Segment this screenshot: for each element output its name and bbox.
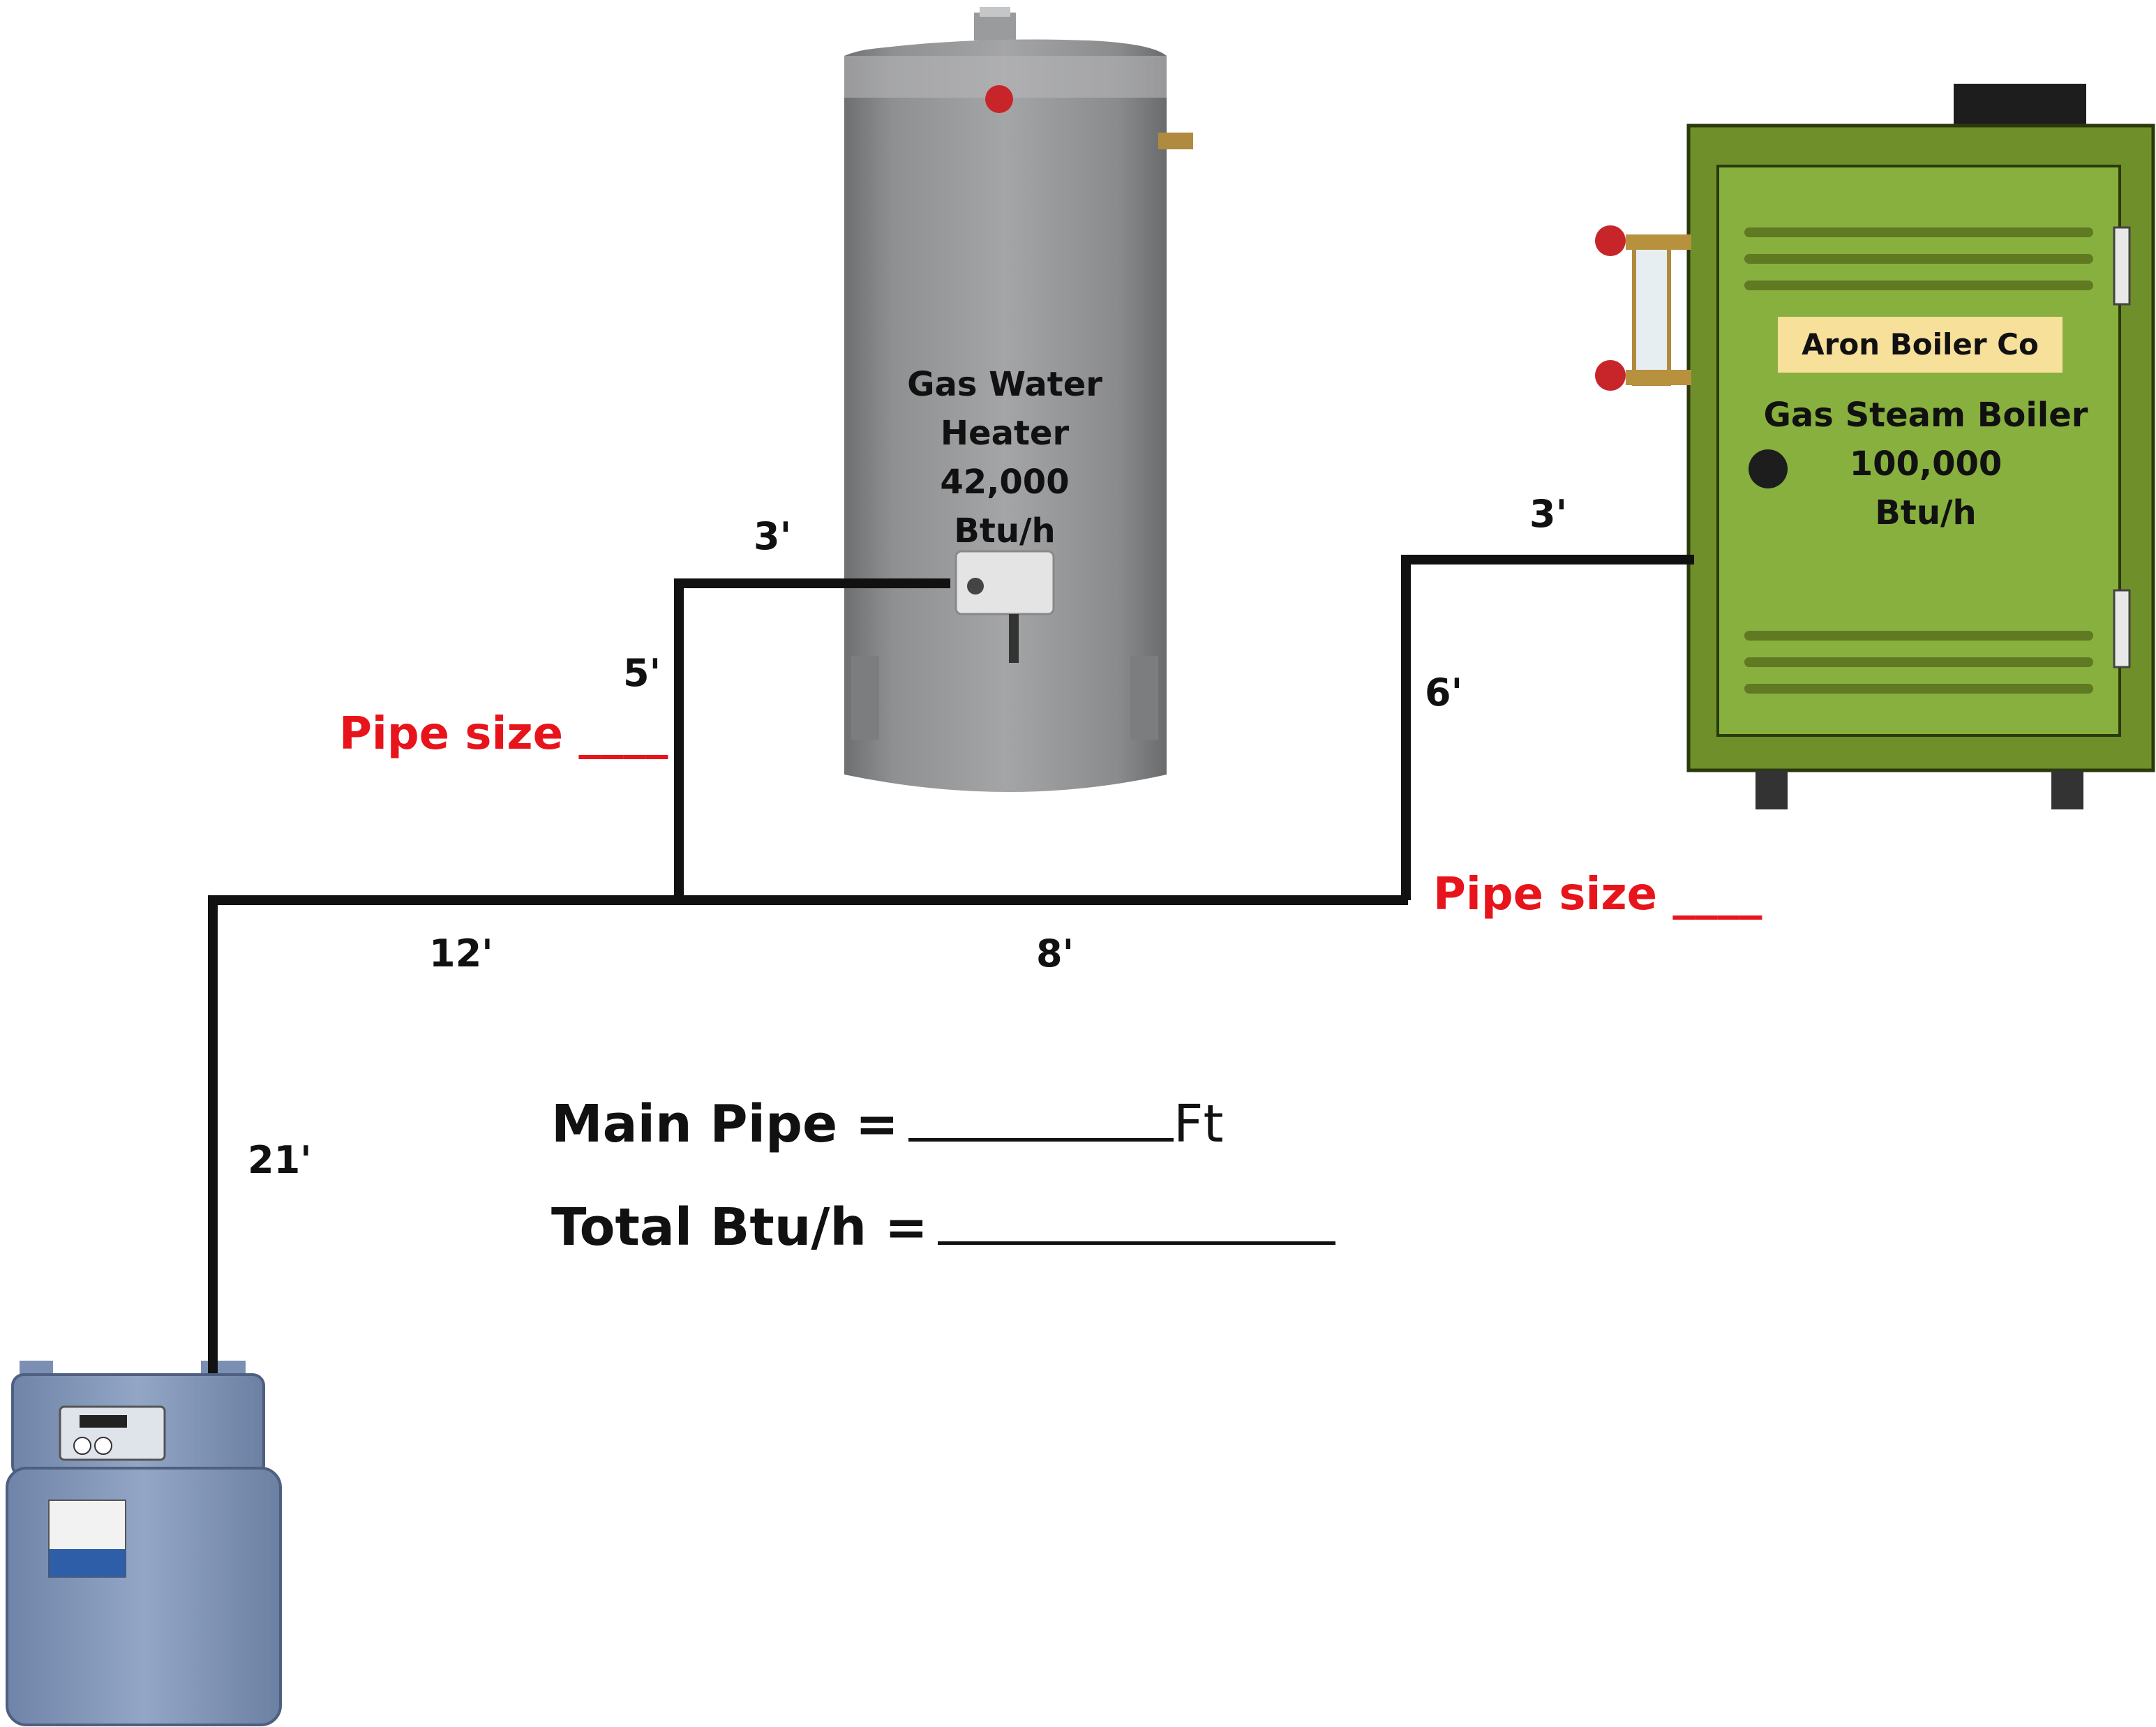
boiler-brand-plate: Aron Boiler Co (1778, 317, 2063, 373)
water-heater (844, 7, 1193, 792)
heater-pipe-size-prompt: Pipe size ____ (339, 708, 668, 760)
water-heater-name: Gas Water Heater (907, 365, 1102, 453)
sight-port-icon (1749, 449, 1788, 488)
boiler-rating: 100,000 (1849, 444, 2002, 484)
water-heater-unit: Btu/h (954, 511, 1056, 551)
gas-control-valve-icon (955, 550, 1055, 615)
brand-logo-icon (985, 85, 1013, 113)
steam-boiler (1595, 84, 2155, 809)
total-btu-equation: Total Btu/h = (551, 1202, 1335, 1253)
segment-main-second-length: 8' (1036, 932, 1075, 975)
segment-main-first-length: 12' (429, 932, 493, 975)
main-pipe-answer-blank[interactable] (908, 1131, 1174, 1142)
main-pipe-unit: Ft (1173, 1094, 1224, 1154)
main-pipe-label: Main Pipe = (551, 1094, 899, 1154)
segment-boiler-riser-length: 6' (1425, 671, 1463, 715)
main-pipe-equation: Main Pipe =Ft (551, 1098, 1224, 1150)
water-heater-label: Gas Water Heater 42,000 Btu/h (837, 360, 1172, 555)
gauge-glass-icon (1595, 225, 1691, 391)
pipe-boiler-branch (1401, 555, 1694, 900)
boiler-unit: Btu/h (1875, 493, 1977, 532)
total-btu-answer-blank[interactable] (937, 1234, 1335, 1245)
boiler-label: Gas Steam Boiler 100,000 Btu/h (1744, 391, 2107, 537)
total-btu-label: Total Btu/h = (551, 1197, 928, 1257)
boiler-name: Gas Steam Boiler (1763, 396, 2088, 435)
segment-meter-riser-length: 21' (248, 1138, 312, 1182)
pipe-heater-branch (674, 578, 950, 900)
water-heater-rating: 42,000 (940, 463, 1070, 502)
gas-meter (6, 1361, 282, 1726)
segment-heater-branch-length: 3' (754, 514, 792, 558)
segment-heater-riser-length: 5' (623, 651, 661, 695)
piping (208, 555, 1694, 1373)
relief-valve-icon (1158, 133, 1193, 149)
segment-boiler-branch-length: 3' (1529, 492, 1568, 536)
boiler-pipe-size-prompt: Pipe size ____ (1433, 869, 1762, 920)
